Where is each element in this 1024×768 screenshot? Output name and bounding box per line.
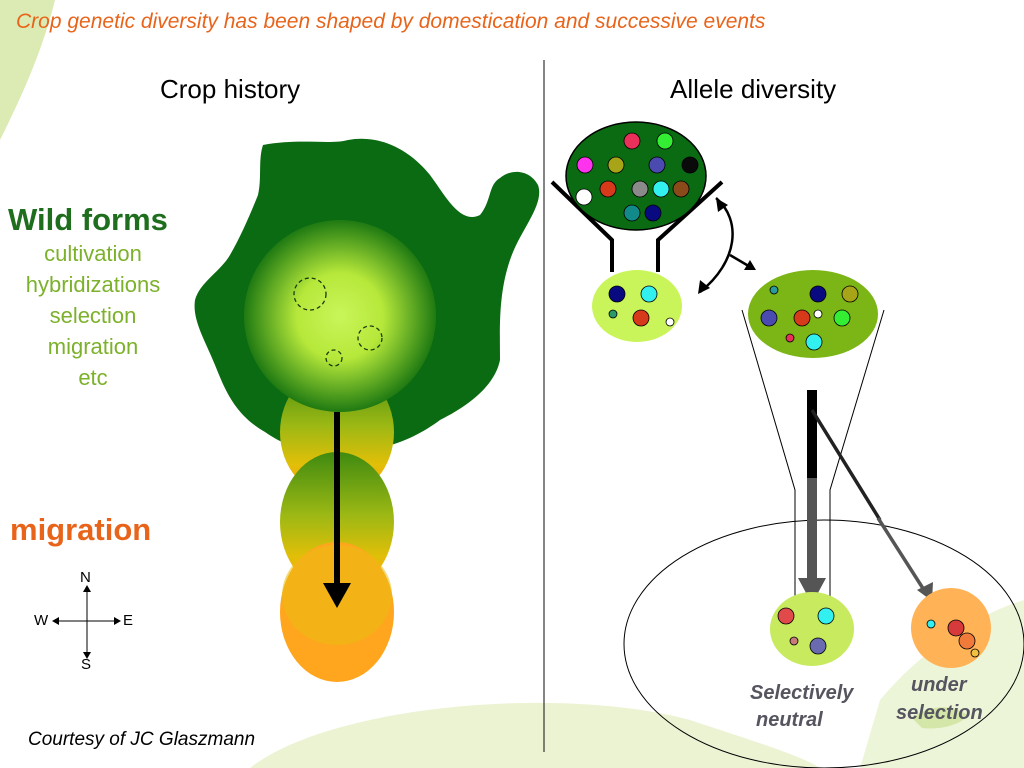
large-neutral-field: [623, 519, 1024, 768]
wild-allele-dot: [623, 204, 641, 222]
wild-allele-pool-funnel: [550, 180, 724, 272]
wild-allele-dot: [631, 180, 649, 198]
exchange-arrow-head-bottom: [698, 280, 710, 294]
compass-north: N: [80, 569, 91, 586]
wild-allele-dot: [623, 132, 641, 150]
wild-allele-dot: [576, 156, 594, 174]
neutral-label-line1: Selectively: [750, 682, 854, 704]
derived-allele-dot: [805, 333, 823, 351]
neutral-allele-pool: [770, 592, 854, 666]
derived-allele-dot: [785, 333, 795, 343]
wild-allele-dot: [575, 188, 593, 206]
compass-icon: [52, 585, 121, 659]
background-leaf-top-left: [0, 0, 55, 140]
process-hybridizations: hybridizations: [25, 272, 161, 297]
domesticated-allele-dot: [632, 309, 650, 327]
process-cultivation: cultivation: [44, 241, 142, 266]
wild-allele-dot: [607, 156, 625, 174]
wild-allele-dot: [644, 204, 662, 222]
domesticated-allele-dot: [665, 317, 675, 327]
domesticated-allele-dot: [608, 309, 618, 319]
derived-allele-dot: [813, 309, 823, 319]
slide-title: Crop genetic diversity has been shaped b…: [16, 10, 766, 33]
compass-south: S: [81, 656, 92, 673]
wild-allele-dot: [656, 132, 674, 150]
background-logo-mark: [912, 707, 968, 729]
selected-allele-dot: [926, 619, 936, 629]
allele-diversity-header: Allele diversity: [670, 74, 837, 104]
wild-allele-dot: [652, 180, 670, 198]
migration-label: migration: [10, 512, 152, 547]
neutral-allele-dot: [817, 607, 835, 625]
derived-allele-dot: [769, 285, 779, 295]
domesticated-allele-dot: [608, 285, 626, 303]
selection-arrow-shaft-dark: [810, 409, 882, 521]
neutral-arrow-head: [798, 578, 826, 604]
derived-allele-dot: [833, 309, 851, 327]
domesticated-allele-pool: [592, 270, 682, 342]
exchange-arrow: [699, 197, 734, 293]
selection-label-line2: selection: [896, 702, 983, 724]
selected-allele-dot: [958, 632, 976, 650]
selected-allele-dot: [947, 619, 965, 637]
wild-allele-dot: [599, 180, 617, 198]
derived-allele-dot: [809, 285, 827, 303]
process-etc: etc: [78, 365, 108, 390]
background-leaf-bottom: [250, 702, 820, 768]
derived-pool-funnel: [741, 309, 885, 598]
neutral-allele-dot: [777, 607, 795, 625]
neutral-allele-dot: [789, 636, 799, 646]
wild-allele-dot: [672, 180, 690, 198]
exchange-branch-head: [744, 260, 756, 270]
wild-forms-label: Wild forms: [8, 202, 168, 237]
wild-allele-dot: [648, 156, 666, 174]
wild-allele-dot: [681, 156, 699, 174]
selection-arrow-shaft: [876, 517, 926, 591]
selection-label-line1: under: [911, 674, 967, 696]
derived-allele-dot: [841, 285, 859, 303]
compass-west: W: [34, 612, 49, 629]
neutral-allele-dot: [809, 637, 827, 655]
domestication-center: [244, 220, 436, 412]
migration-arrow-head: [323, 583, 351, 608]
process-migration: migration: [47, 334, 139, 359]
credit-label: Courtesy of JC Glaszmann: [28, 729, 256, 750]
seed-circle-3: [325, 349, 343, 367]
process-selection: selection: [49, 303, 137, 328]
crop-history-header: Crop history: [160, 74, 301, 104]
compass-east: E: [123, 612, 134, 629]
domesticated-allele-dot: [640, 285, 658, 303]
seed-circle-2: [357, 325, 383, 351]
derived-allele-dot: [760, 309, 778, 327]
exchange-arrow-head-top: [716, 198, 728, 212]
seed-circle-1: [293, 277, 327, 311]
wild-allele-pool: [565, 121, 707, 231]
neutral-label-line2: neutral: [756, 709, 823, 731]
derived-allele-dot: [793, 309, 811, 327]
selected-allele-dot: [970, 648, 980, 658]
